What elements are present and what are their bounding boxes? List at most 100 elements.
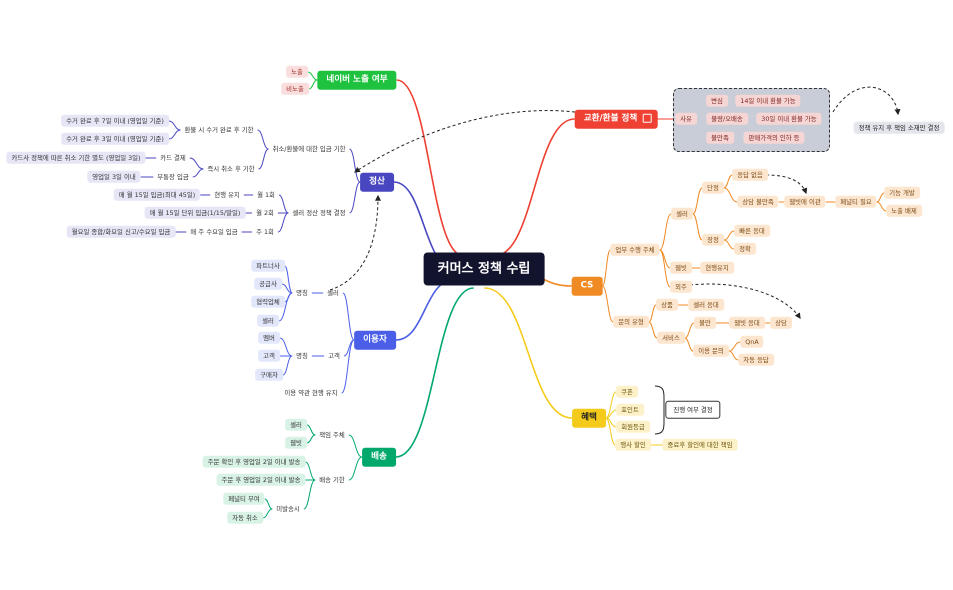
edge [648,321,658,339]
edge [684,337,694,352]
branch-cs[interactable]: CS [571,276,603,296]
edge [306,424,316,436]
detail-30d: 30일 이내 환불 가능 [756,112,822,126]
edge [262,508,273,519]
edge [659,213,672,251]
edge [305,461,316,481]
cs-webbit: 웹빗 [670,261,692,275]
inquiry-type: 문의 유형 [613,315,649,329]
event-discount: 행사 할인 [615,438,651,452]
terms-keep: 이용 약관 현행 유지 [284,388,338,397]
detail-price-cut: 판매가격의 인하 등 [743,131,805,145]
edge [168,120,181,131]
leaf-bank-3d: 영업일 3일 이내 [87,170,141,184]
edge [723,230,735,241]
edge [876,192,885,203]
branch-naver[interactable]: 네이버 노출 여부 [317,70,397,90]
reason-defect: 불량/오배송 [706,112,748,126]
feature-dev: 기능 개발 [884,186,920,200]
leaf-mon-tue-wed: 월요일 종합/화요일 신고/수요일 입금 [66,225,176,239]
leaf-webbit: 웹빗 [285,436,307,450]
wednesday-deposit: 매 주 수요일 입금 [190,227,238,236]
member-grade: 회원등급 [616,420,650,434]
edge [648,304,657,323]
leaf-no-expose: 비노출 [281,82,309,96]
edge [278,292,293,322]
immediate-cancel: 즉시 취소 후 기한 [207,164,255,173]
leaf-monthly-15: 매 월 15일 입금(최대 45일) [113,188,201,202]
branch-users[interactable]: 이용자 [354,330,396,350]
keep-current: 현행유지 [700,261,734,275]
edge [723,174,733,189]
edge [348,434,363,458]
arrow-outsource-to-consult [689,283,801,320]
user-customer: 고객 [328,351,340,360]
bank-transfer: 무통장 입금 [157,172,189,181]
simple: 단정 [702,181,724,195]
edge [605,391,617,419]
product: 상품 [656,298,678,312]
leaf-15-cycle: 매 월 15일 단위 입금(1/15/말일) [144,206,246,220]
edge [257,129,269,150]
long: 장정 [702,233,724,247]
edge [601,285,614,323]
escalate-webbit: 웹빗에 이관 [784,195,826,209]
leaf-seller-name: 공급사 [254,277,282,291]
arrow-exchange-to-settle [353,110,576,173]
external-link-icon[interactable] [642,113,652,123]
branch-benefit[interactable]: 혜택 [572,408,606,428]
coupon: 쿠폰 [616,385,638,399]
edge [605,417,616,446]
qna: QnA [740,335,764,349]
accurate: 정확 [734,242,756,256]
benefit-bracket [654,385,665,435]
edge [876,201,887,212]
seller-response: 셀러 응대 [688,298,724,312]
branch-delivery[interactable]: 배송 [362,447,396,467]
leaf-collect-3d: 수거 완료 후 3일 이내 (영업일 기준) [61,132,169,146]
branch-exchange[interactable]: 교환/환불 정책 [574,109,658,129]
reason-unsatisfied: 불만족 [706,131,734,145]
consult-unsatisfied: 상담 불만족 [737,195,779,209]
proceed-decision-box: 진행 여부 결정 [665,400,721,420]
leaf-customer-name: 구매자 [255,368,283,382]
leaf-customer-name: 멤버 [258,331,280,345]
edge [395,287,474,458]
leaf-expose: 노출 [286,65,308,79]
seller-settle-policy: 셀러 정산 정책 결정 [292,208,346,217]
root-node: 커머스 정책 수립 [423,252,545,286]
edge [723,187,738,203]
edge [728,350,739,361]
edge [278,194,289,214]
exclude-exposure: 노출 배제 [886,204,922,218]
leaf-seller-name: 협력업체 [251,295,285,309]
edge [728,341,741,352]
leaf-collect-7d: 수거 완료 후 7일 이내 (영업일 기준) [61,114,169,128]
branch-settle[interactable]: 정산 [360,172,394,192]
edge [282,355,293,376]
edge [308,79,318,90]
fast-response: 빠른 응대 [734,224,770,238]
edge [342,292,355,341]
refund-deadline: 취소/환불에 대한 입금 기한 [272,144,346,153]
monthly-twice: 월 2회 [256,208,274,217]
edge [692,213,703,241]
consult: 상담 [770,316,792,330]
not-shipped: 미발송시 [276,504,300,513]
edge [281,283,293,294]
complaint: 불만 [694,316,716,330]
discount-responsibility: 중료후 할인에 대한 책임 [662,438,738,452]
arrow-noresp-to-escalate [765,174,808,195]
seller-naming: 명칭 [296,288,308,297]
card-payment: 카드 결제 [160,153,186,162]
delivery-deadline: 배송 기한 [319,475,345,484]
leaf-auto-cancel: 자동 취소 [227,511,263,525]
edge [306,434,316,444]
edge [659,249,671,288]
leaf-card-policy: 카드사 정책에 따른 취소 기한 별도 (영업일 3일) [6,151,146,165]
edge [307,71,318,81]
edge [284,265,293,294]
leaf-seller-name: 셀러 [257,314,279,328]
edge [168,129,181,140]
leaf-ship-after-order: 주문 후 영업일 2일 이내 발송 [216,473,306,487]
